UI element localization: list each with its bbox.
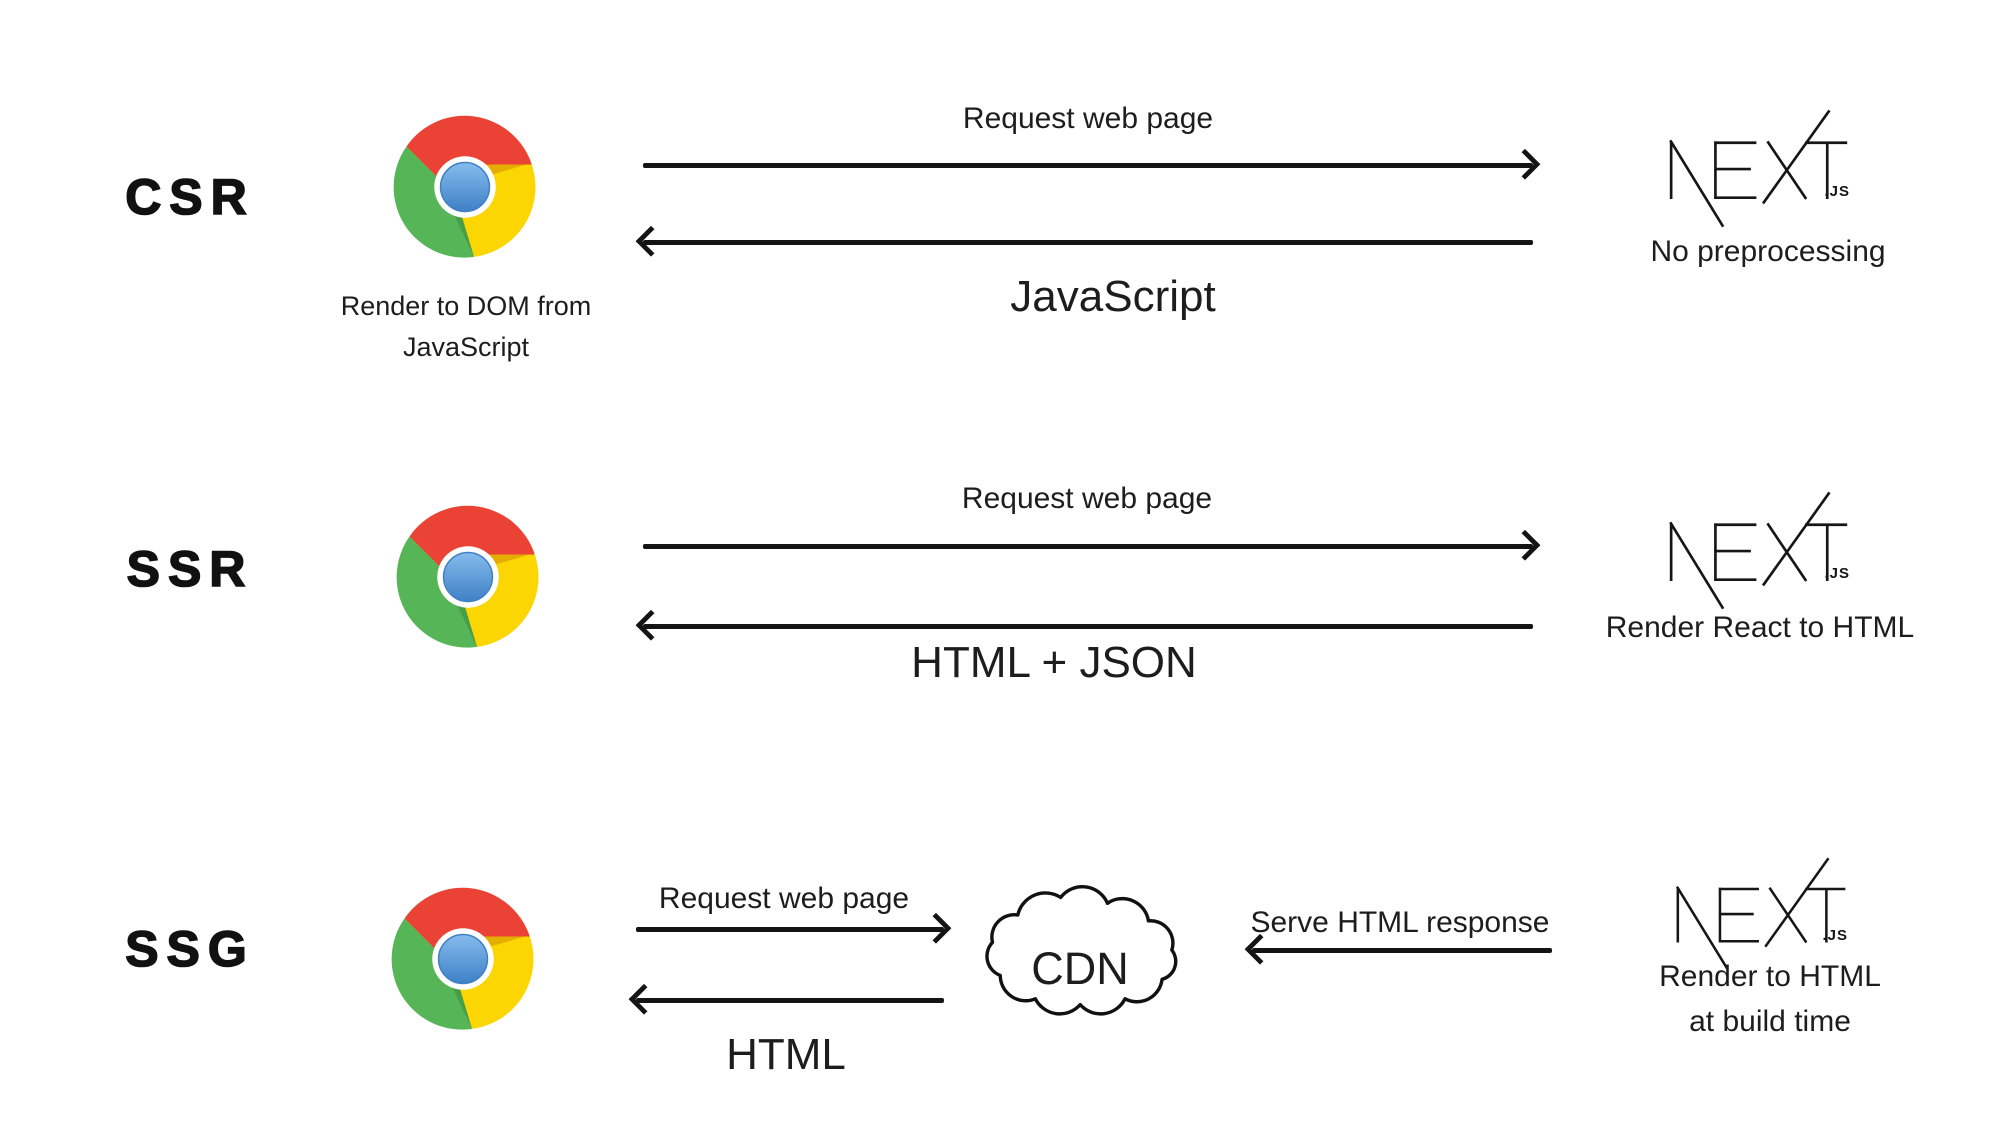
csr-request-arrow: [643, 163, 1533, 168]
ssg-request-arrow: [636, 927, 944, 932]
csr-response-arrow-label: JavaScript: [1010, 272, 1216, 321]
ssg-server-caption: Render to HTML at build time: [1570, 954, 1970, 1044]
cdn-label: CDN: [1031, 943, 1129, 994]
nextjs-logo-suffix: .JS: [1824, 564, 1850, 582]
ssg-response-arrow-label: HTML: [726, 1030, 846, 1079]
csr-client-caption-line1: Render to DOM from: [340, 291, 592, 321]
ssg-row-label: SSG: [124, 920, 255, 978]
csr-response-arrow: [643, 240, 1533, 245]
ssr-response-arrow-label: HTML + JSON: [911, 638, 1197, 687]
ssr-response-arrow: [643, 624, 1533, 629]
nextjs-logo-suffix: .JS: [1822, 927, 1848, 945]
ssg-server-caption-line2: at build time: [1689, 1005, 1851, 1038]
csr-client-caption: Render to DOM from JavaScript: [306, 286, 626, 368]
ssr-server-caption: Render React to HTML: [1605, 611, 1915, 644]
chrome-browser-icon: [388, 884, 538, 1034]
ssr-request-arrow-label: Request web page: [961, 482, 1213, 515]
ssg-server-caption-line1: Render to HTML: [1659, 960, 1881, 993]
chrome-browser-icon: [390, 112, 540, 262]
ssr-row-label: SSR: [126, 540, 254, 598]
nextjs-logo-suffix: .JS: [1824, 182, 1850, 200]
nextjs-logo: .JS: [1665, 106, 1850, 230]
ssg-serve-arrow-label: Serve HTML response: [1250, 906, 1550, 939]
csr-server-caption: No preprocessing: [1650, 235, 1886, 268]
ssr-request-arrow: [643, 544, 1533, 549]
ssg-response-arrow: [636, 998, 944, 1003]
cdn-cloud-icon: CDN: [970, 876, 1206, 1030]
ssg-serve-arrow: [1252, 948, 1552, 953]
chrome-browser-icon: [393, 502, 543, 652]
ssg-request-arrow-label: Request web page: [658, 882, 910, 915]
csr-row-label: CSR: [124, 168, 255, 226]
csr-request-arrow-label: Request web page: [962, 102, 1214, 135]
nextjs-logo: .JS: [1672, 854, 1848, 972]
nextjs-logo: .JS: [1665, 488, 1850, 612]
csr-client-caption-line2: JavaScript: [402, 332, 530, 362]
